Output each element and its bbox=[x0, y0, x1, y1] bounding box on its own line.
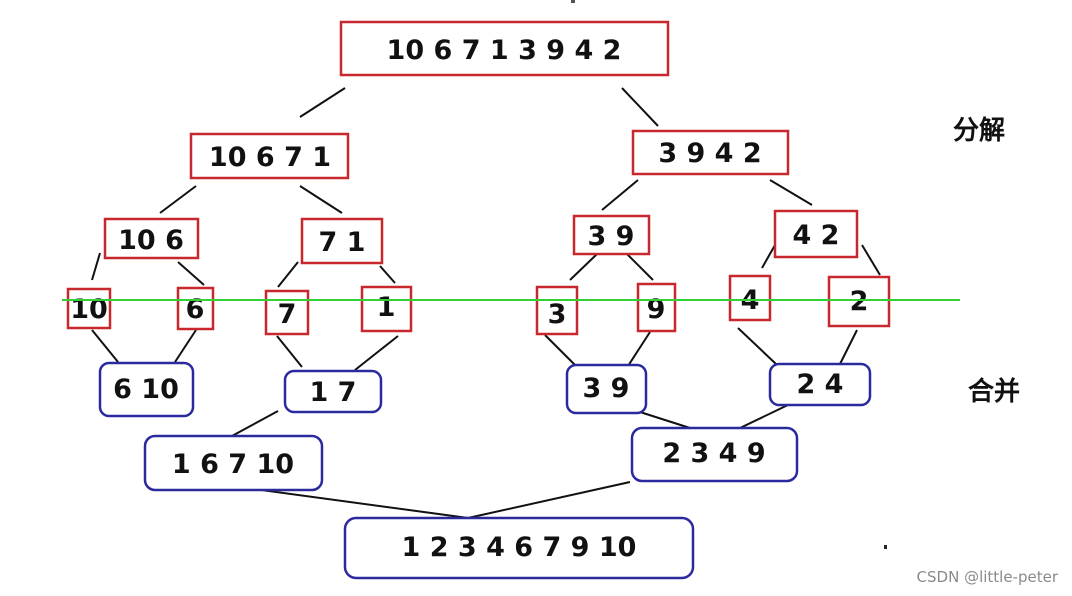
edges bbox=[91, 87, 881, 519]
edge bbox=[601, 179, 639, 211]
merge-box-1-6-7-10: 1 6 7 10 bbox=[143, 434, 324, 492]
watermark: CSDN @little-peter bbox=[916, 568, 1058, 586]
node-label: 7 1 bbox=[319, 227, 366, 258]
edge bbox=[354, 335, 399, 371]
split-box-10-6: 10 6 bbox=[103, 217, 200, 260]
edge bbox=[621, 87, 659, 127]
split-label: 分解 bbox=[953, 116, 1005, 146]
node-label: 9 bbox=[647, 294, 666, 325]
node-label: 10 6 bbox=[118, 225, 184, 256]
node-label: 10 6 7 1 bbox=[209, 142, 331, 173]
node-label: 2 4 bbox=[797, 369, 844, 400]
node-label: 1 bbox=[377, 292, 396, 323]
edge bbox=[91, 329, 119, 363]
edge bbox=[231, 410, 279, 437]
split-box-root: 10 6 7 1 3 9 4 2 bbox=[339, 20, 670, 77]
split-leaf-3: 3 bbox=[535, 285, 579, 336]
split-box-7-1: 7 1 bbox=[300, 217, 384, 265]
node-label: 4 2 bbox=[793, 220, 840, 251]
split-box-4-2: 4 2 bbox=[773, 209, 859, 259]
edge bbox=[569, 253, 598, 281]
node-label: 6 10 bbox=[113, 374, 179, 405]
split-box-3-9: 3 9 bbox=[572, 214, 651, 256]
split-leaf-9: 9 bbox=[636, 282, 677, 333]
node-label: 10 6 7 1 3 9 4 2 bbox=[387, 35, 622, 66]
edge bbox=[231, 485, 469, 519]
node-label: 10 bbox=[70, 294, 108, 325]
edge bbox=[174, 329, 197, 363]
edge bbox=[299, 185, 343, 214]
edge bbox=[159, 185, 197, 214]
split-leaf-10: 10 bbox=[66, 287, 112, 330]
merge-box-3-9: 3 9 bbox=[565, 363, 648, 415]
edge bbox=[761, 244, 776, 269]
merge-box-2-3-4-9: 2 3 4 9 bbox=[630, 426, 799, 483]
node-label: 3 9 4 2 bbox=[658, 138, 761, 169]
node-label: 1 2 3 4 6 7 9 10 bbox=[402, 532, 637, 563]
edge bbox=[626, 253, 654, 281]
split-box-left-half: 10 6 7 1 bbox=[189, 132, 350, 180]
merge-box-6-10: 6 10 bbox=[98, 361, 195, 418]
merge-box-final: 1 2 3 4 6 7 9 10 bbox=[343, 516, 695, 580]
node-label: 2 3 4 9 bbox=[662, 438, 765, 469]
node-label: 1 6 7 10 bbox=[172, 449, 294, 480]
node-label: 6 bbox=[186, 294, 205, 325]
node-label: 3 bbox=[548, 299, 567, 330]
edge bbox=[299, 87, 346, 118]
node-label: 3 9 bbox=[588, 221, 635, 252]
split-leaf-4: 4 bbox=[728, 274, 772, 322]
merge-nodes: 6 10 1 7 3 9 2 4 1 6 7 10 2 3 4 9 1 2 3 … bbox=[98, 361, 872, 580]
edge bbox=[544, 334, 579, 369]
edge bbox=[277, 261, 299, 288]
split-box-right-half: 3 9 4 2 bbox=[631, 129, 790, 176]
split-leaf-1: 1 bbox=[360, 285, 413, 333]
edge bbox=[91, 252, 101, 281]
node-label: 3 9 bbox=[583, 373, 630, 404]
edge bbox=[639, 411, 691, 429]
stray-mark bbox=[571, 0, 575, 3]
edge bbox=[276, 335, 303, 368]
node-label: 1 7 bbox=[310, 377, 357, 408]
split-nodes: 10 6 7 1 3 9 4 2 10 6 7 1 3 9 4 2 10 6 7… bbox=[66, 20, 891, 336]
merge-box-1-7: 1 7 bbox=[283, 369, 383, 414]
edge bbox=[739, 403, 791, 429]
stray-mark bbox=[884, 545, 887, 549]
split-leaf-6: 6 bbox=[176, 286, 215, 331]
edge bbox=[177, 261, 205, 286]
edge bbox=[861, 244, 881, 276]
node-label: 2 bbox=[850, 286, 869, 317]
split-leaf-7: 7 bbox=[264, 289, 310, 336]
split-leaf-2: 2 bbox=[827, 275, 891, 328]
edge bbox=[379, 265, 396, 284]
edge bbox=[737, 327, 777, 365]
edge bbox=[839, 329, 858, 365]
edge bbox=[467, 481, 631, 519]
edge bbox=[627, 331, 651, 367]
node-label: 7 bbox=[278, 299, 297, 330]
merge-label: 合并 bbox=[968, 376, 1020, 407]
merge-box-2-4: 2 4 bbox=[768, 362, 872, 407]
edge bbox=[769, 179, 813, 206]
